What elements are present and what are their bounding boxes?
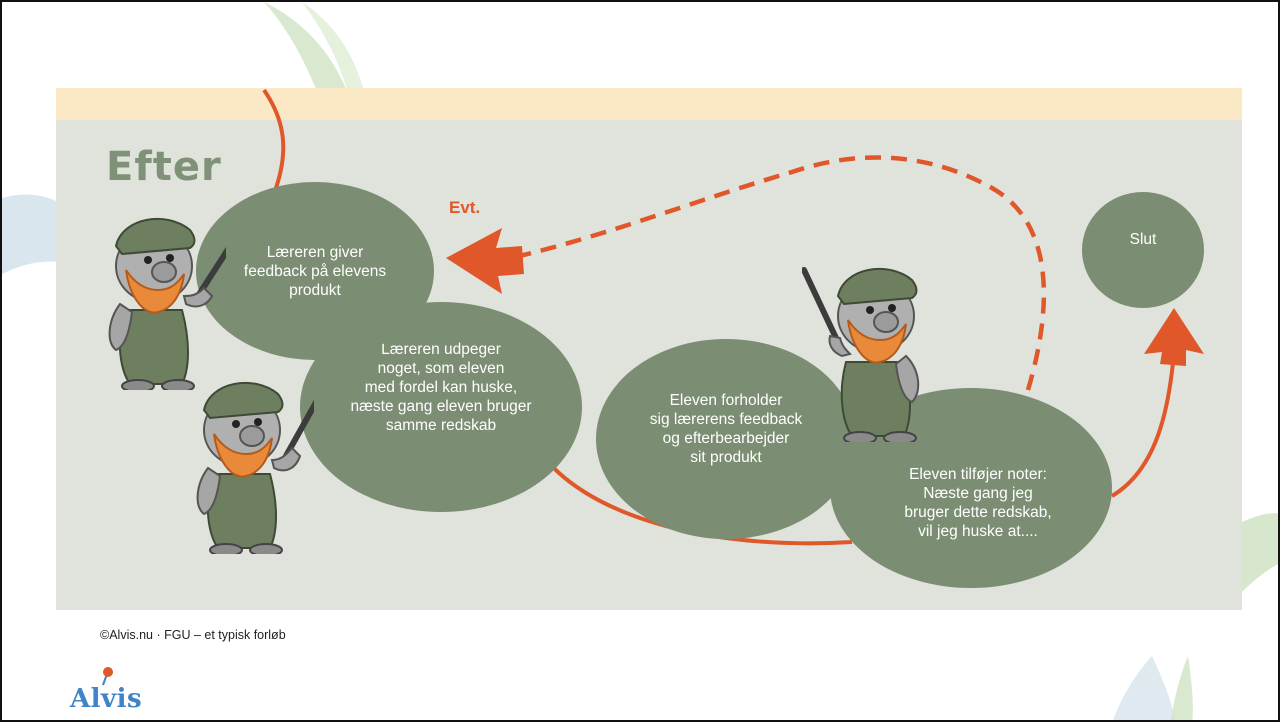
arrow-left-icon [446, 228, 524, 294]
bubble-end: Slut [1082, 192, 1204, 308]
dwarf-with-pointer-icon [802, 267, 920, 442]
bubble-notes-text: Eleven tilføjer noter: Næste gang jeg br… [904, 466, 1052, 540]
footer-credit: ©Alvis.nu · FGU – et typisk forløb [100, 628, 286, 642]
bubble-respond-text: Eleven forholder sig lærerens feedback o… [649, 392, 803, 466]
arrow-up-icon [1144, 308, 1204, 366]
panel-header-band [56, 88, 1242, 120]
slide-title: Efter [106, 144, 222, 190]
bubble-point-out: Læreren udpeger noget, som eleven med fo… [300, 302, 582, 512]
alvis-logo: Alvis [70, 684, 143, 714]
bubble-point-out-text: Læreren udpeger noget, som eleven med fo… [350, 340, 532, 434]
bubble-feedback: Læreren giver feedback på elevens produk… [196, 182, 434, 360]
logo-pin-icon [102, 667, 113, 686]
bubble-respond: Eleven forholder sig lærerens feedback o… [596, 339, 856, 539]
bubble-end-text: Slut [1129, 230, 1157, 248]
dwarf-with-pointer-icon [108, 217, 226, 390]
evt-label: Evt. [449, 198, 481, 217]
dwarf-with-pointer-icon [196, 381, 314, 554]
bubble-feedback-text: Læreren giver feedback på elevens produk… [243, 243, 387, 299]
